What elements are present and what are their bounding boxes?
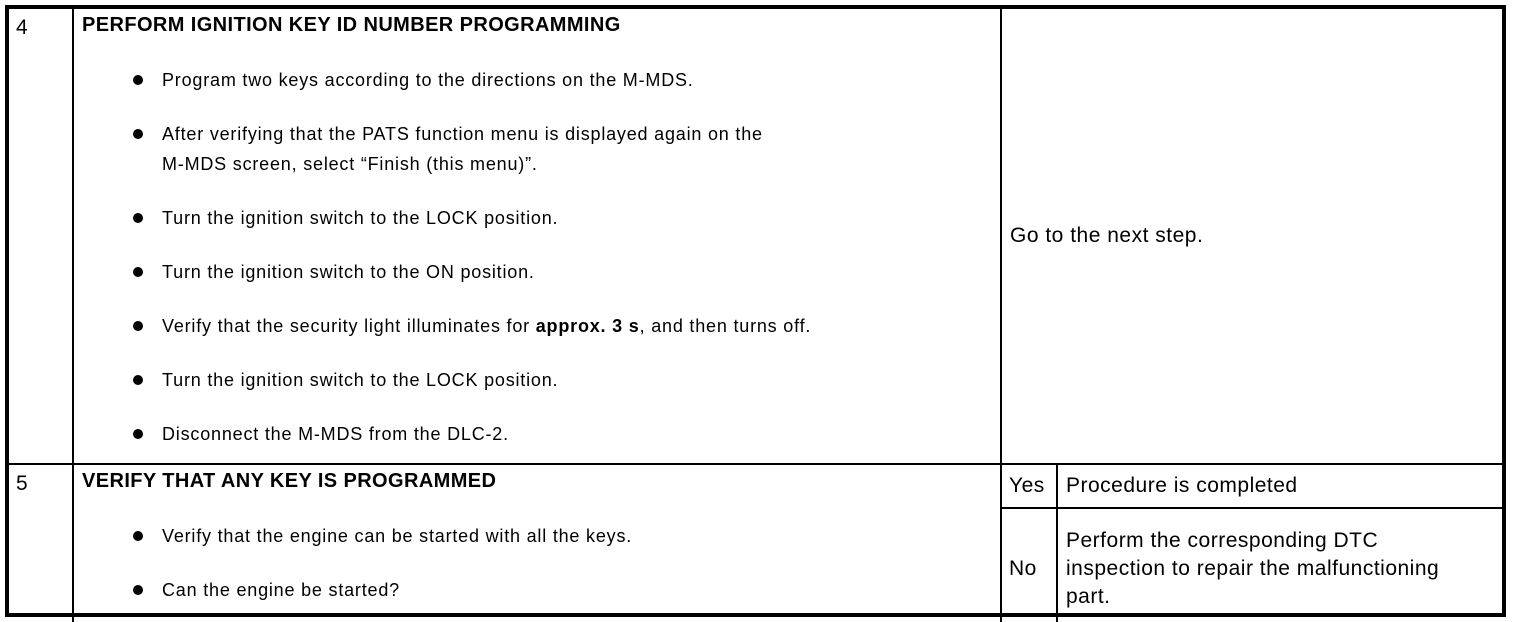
result-cell: Go to the next step. bbox=[1002, 9, 1502, 463]
bullet-text: Program two keys according to the direct… bbox=[162, 70, 694, 90]
result-action-yes: Procedure is completed bbox=[1066, 474, 1298, 497]
table-row-step-5: 5 VERIFY THAT ANY KEY IS PROGRAMMED Veri… bbox=[9, 465, 1502, 622]
bullet-text: Disconnect the M-MDS from the DLC-2. bbox=[162, 424, 509, 444]
bullet-text-bold: approx. 3 s bbox=[535, 316, 640, 336]
list-item: Verify that the security light illuminat… bbox=[133, 311, 988, 341]
action-bullet-list: Verify that the engine can be started wi… bbox=[82, 521, 988, 605]
step-number: 5 bbox=[16, 472, 29, 495]
result-row-no: No Perform the corresponding DTC inspect… bbox=[1002, 509, 1502, 622]
troubleshooting-table: 4 PERFORM IGNITION KEY ID NUMBER PROGRAM… bbox=[5, 5, 1506, 622]
result-action-no: Perform the corresponding DTC inspection… bbox=[1066, 529, 1440, 608]
procedure-title: VERIFY THAT ANY KEY IS PROGRAMMED bbox=[82, 470, 497, 492]
bullet-icon bbox=[133, 531, 143, 541]
bullet-icon bbox=[133, 75, 143, 85]
bullet-icon bbox=[133, 429, 143, 439]
action-cell: VERIFY THAT ANY KEY IS PROGRAMMED Verify… bbox=[74, 465, 1002, 622]
answer-yes-cell: Yes bbox=[1002, 465, 1058, 507]
list-item: Turn the ignition switch to the ON posit… bbox=[133, 257, 988, 287]
bullet-text: Verify that the engine can be started wi… bbox=[162, 526, 633, 546]
list-item: Turn the ignition switch to the LOCK pos… bbox=[133, 365, 988, 395]
list-item: Program two keys according to the direct… bbox=[133, 65, 988, 95]
bullet-text: After verifying that the PATS function m… bbox=[162, 124, 763, 174]
bullet-text-pre: Verify that the security light illuminat… bbox=[162, 316, 536, 336]
bullet-icon bbox=[133, 585, 143, 595]
list-item: Can the engine be started? bbox=[133, 575, 988, 605]
action-bullet-list: Program two keys according to the direct… bbox=[82, 65, 988, 449]
step-number: 4 bbox=[16, 16, 29, 39]
bullet-icon bbox=[133, 267, 143, 277]
bullet-icon bbox=[133, 375, 143, 385]
bullet-icon bbox=[133, 321, 143, 331]
answer-no-cell: No bbox=[1002, 509, 1058, 622]
bullet-text-post: , and then turns off. bbox=[639, 316, 812, 336]
bullet-text: Can the engine be started? bbox=[162, 580, 400, 600]
result-cell: Yes Procedure is completed No Perform th… bbox=[1002, 465, 1502, 622]
step-number-cell: 5 bbox=[9, 465, 74, 622]
step-number-cell: 4 bbox=[9, 9, 74, 463]
bullet-icon bbox=[133, 213, 143, 223]
table-row-step-4: 4 PERFORM IGNITION KEY ID NUMBER PROGRAM… bbox=[9, 9, 1502, 465]
bullet-text: Verify that the security light illuminat… bbox=[162, 311, 811, 341]
procedure-title: PERFORM IGNITION KEY ID NUMBER PROGRAMMI… bbox=[82, 14, 621, 36]
result-text: Go to the next step. bbox=[1010, 224, 1204, 247]
result-row-yes: Yes Procedure is completed bbox=[1002, 465, 1502, 509]
bullet-text: Turn the ignition switch to the ON posit… bbox=[162, 262, 535, 282]
list-item: Disconnect the M-MDS from the DLC-2. bbox=[133, 419, 988, 449]
action-cell: PERFORM IGNITION KEY ID NUMBER PROGRAMMI… bbox=[74, 9, 1002, 463]
list-item: Verify that the engine can be started wi… bbox=[133, 521, 988, 551]
list-item: Turn the ignition switch to the LOCK pos… bbox=[133, 203, 988, 233]
bullet-text: Turn the ignition switch to the LOCK pos… bbox=[162, 208, 559, 228]
bullet-icon bbox=[133, 129, 143, 139]
bullet-text: Turn the ignition switch to the LOCK pos… bbox=[162, 370, 559, 390]
list-item: After verifying that the PATS function m… bbox=[133, 119, 988, 179]
